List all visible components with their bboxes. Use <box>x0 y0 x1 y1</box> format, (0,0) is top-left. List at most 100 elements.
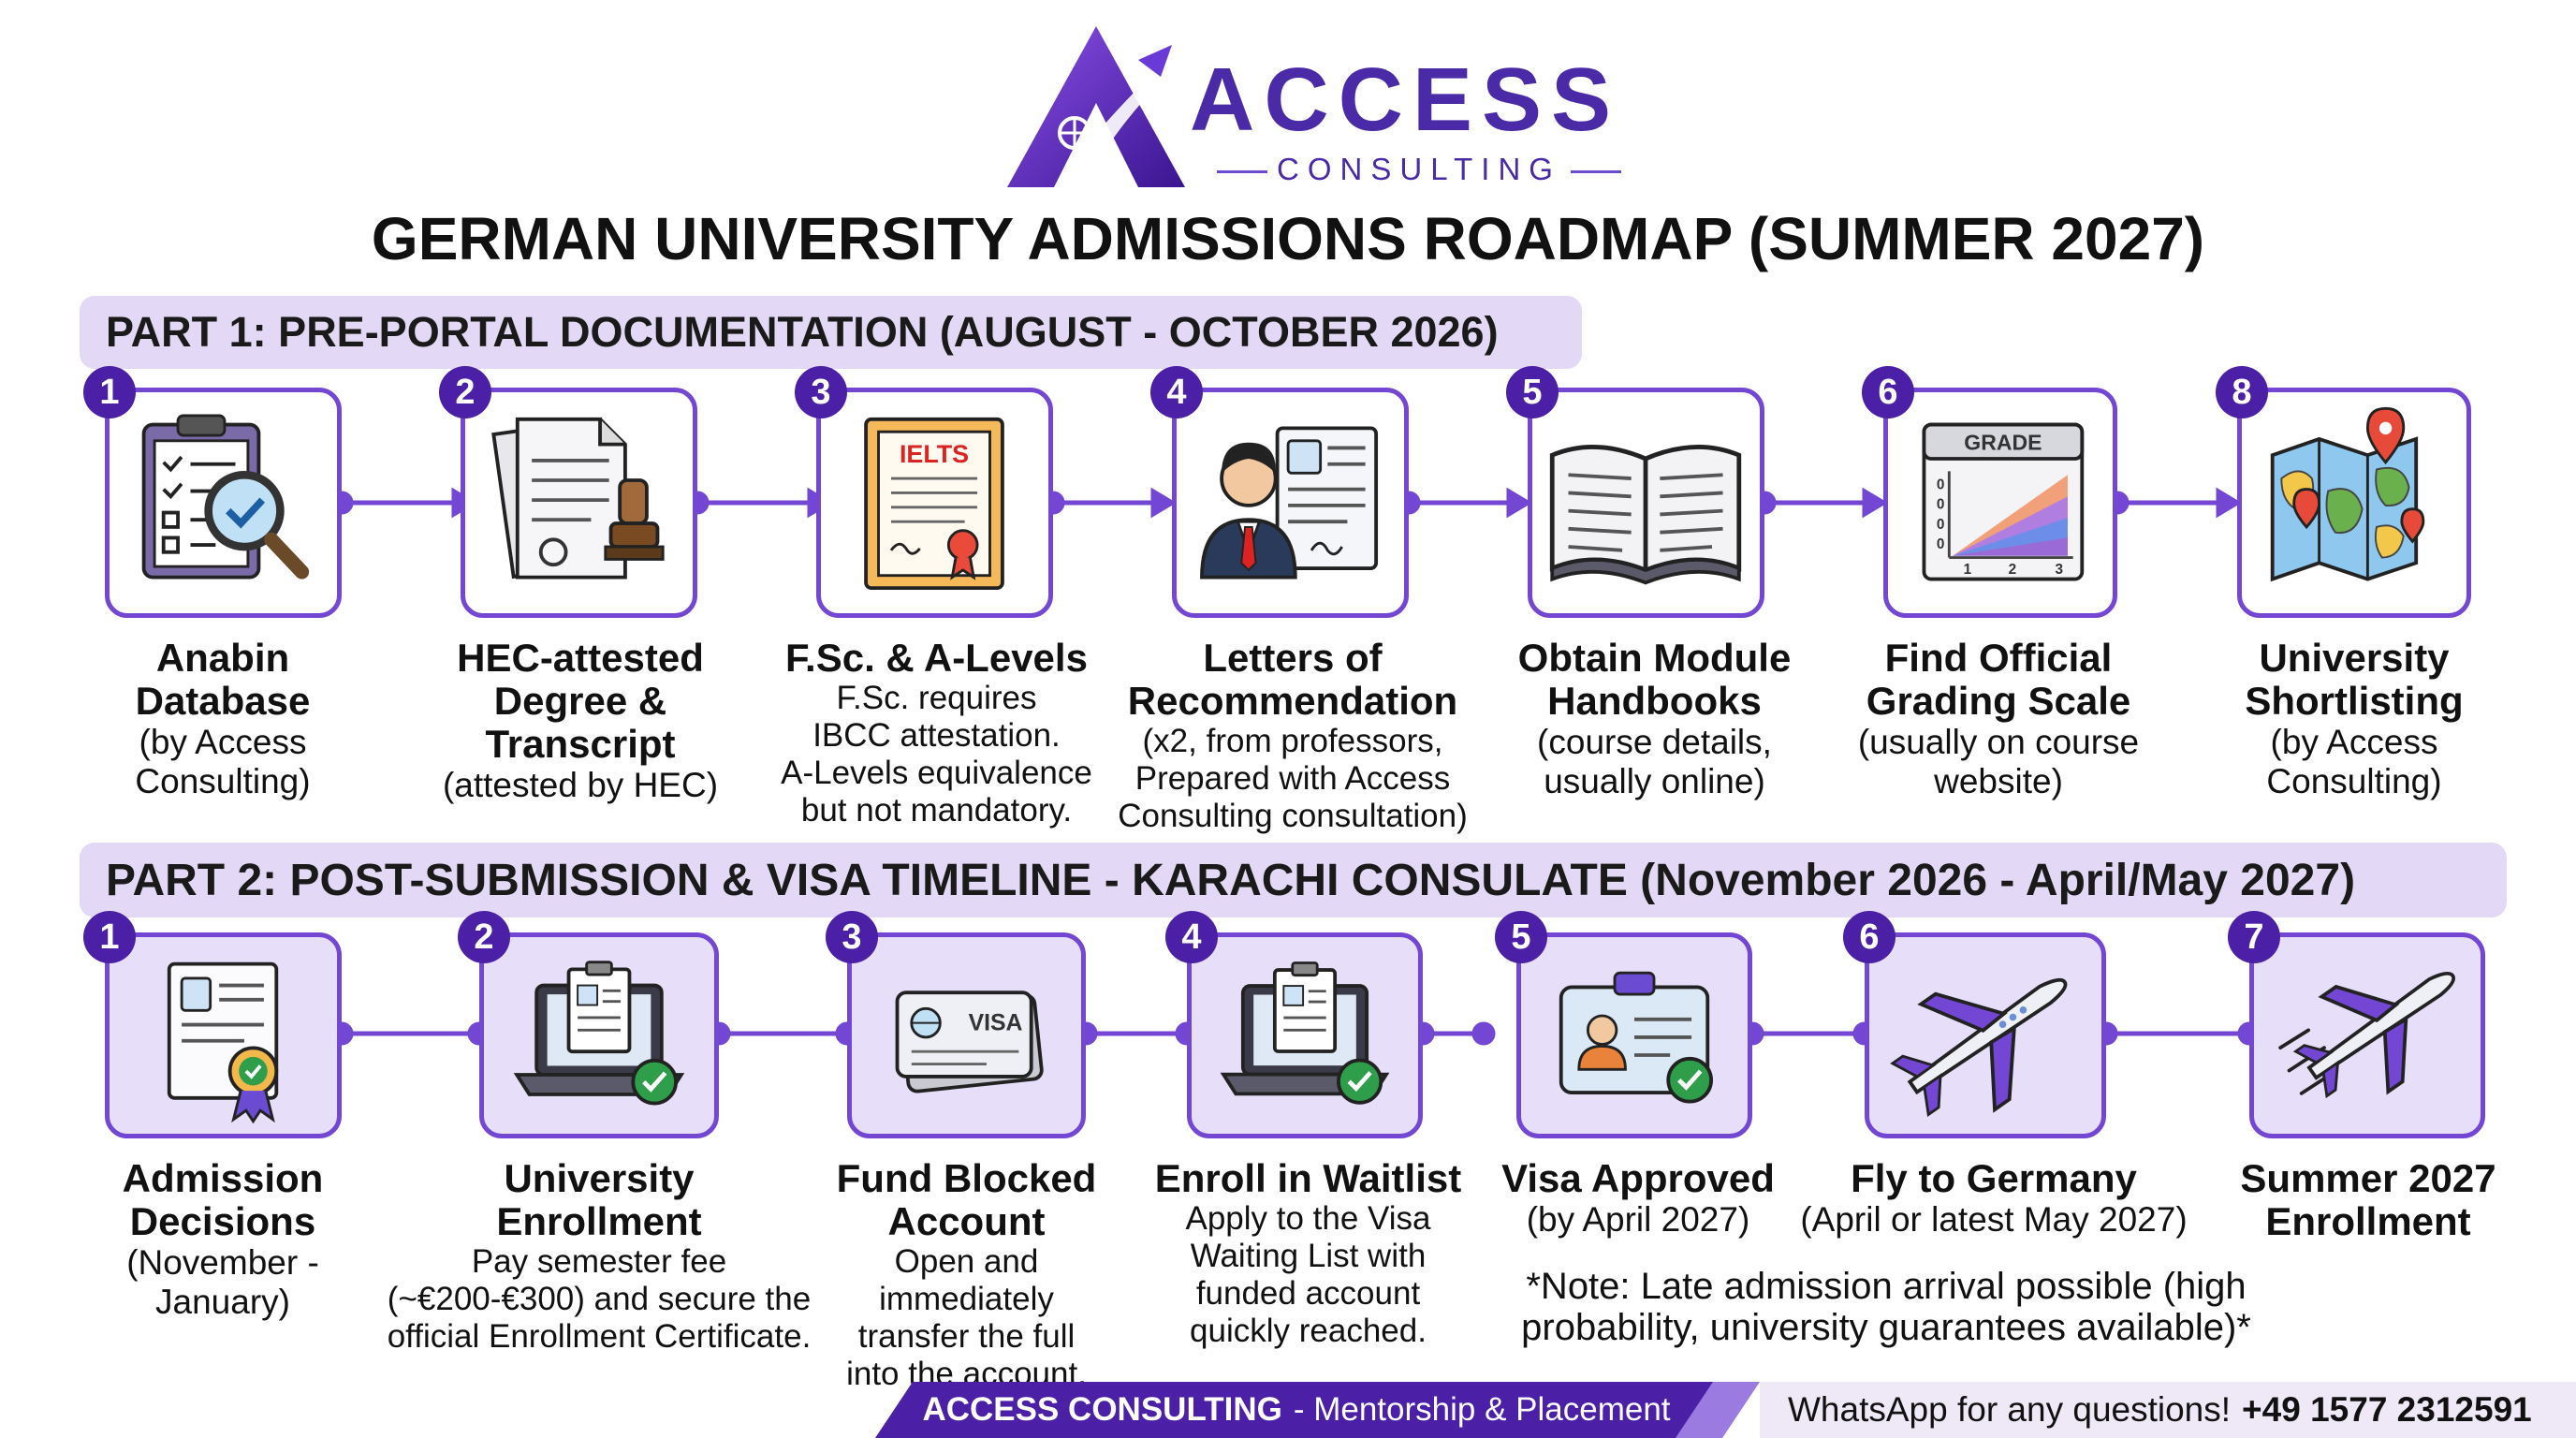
step5-label: Obtain Module Handbooks (course details,… <box>1488 637 1821 801</box>
grade-tick: 1 <box>1964 562 1972 578</box>
laptop-check-icon <box>1220 961 1390 1105</box>
step-desc: (by Access Consulting) <box>2266 723 2442 800</box>
step3-card-fsc-alevels: IELTS 3 <box>795 366 1053 618</box>
open-book-icon <box>1549 445 1742 585</box>
part2-step2-label: University Enrollment Pay semester fee (… <box>370 1157 828 1356</box>
airplane-icon <box>2278 971 2455 1099</box>
step-title: Summer 2027 Enrollment <box>2240 1156 2496 1243</box>
page-title: GERMAN UNIVERSITY ADMISSIONS ROADMAP (SU… <box>371 205 2205 272</box>
step8-label: University Shortlisting (by Access Consu… <box>2204 637 2504 801</box>
step-desc: (by Access Consulting) <box>135 723 311 800</box>
step2-label: HEC-attested Degree & Transcript (attest… <box>417 637 744 805</box>
footer-brand: ACCESS CONSULTING - Mentorship & Placemen… <box>875 1382 1718 1438</box>
grade-tick: 2 <box>2009 562 2017 578</box>
step-desc: (course details, usually online) <box>1537 723 1772 800</box>
step5-card-module-handbooks: 5 <box>1506 366 1764 618</box>
step-title: Visa Approved <box>1501 1156 1775 1200</box>
footer-contact: WhatsApp for any questions! +49 1577 2312… <box>1760 1382 2576 1438</box>
step-number-badge: 3 <box>826 911 878 963</box>
step-number-badge: 5 <box>1506 366 1559 418</box>
card-visa-text: VISA <box>969 1010 1023 1035</box>
step8-card-shortlisting: 8 <box>2216 366 2471 618</box>
step-desc: Apply to the Visa Waiting List with fund… <box>1185 1200 1431 1349</box>
step3-label: F.Sc. & A-Levels F.Sc. requires IBCC att… <box>766 637 1107 829</box>
step6-card-fly-germany: 6 <box>1843 911 2106 1138</box>
step3-card-blocked-account: VISA 3 <box>826 911 1086 1138</box>
step-desc: F.Sc. requires IBCC attestation. A-Level… <box>781 680 1092 829</box>
certificate-badge-icon <box>167 961 279 1124</box>
step-desc: (usually on course website) <box>1857 723 2140 800</box>
svg-text:IELTS: IELTS <box>900 440 969 468</box>
step4-label: Letters of Recommendation (x2, from prof… <box>1100 637 1486 835</box>
svg-text:0: 0 <box>1937 536 1945 552</box>
step-number-badge: 1 <box>83 366 136 418</box>
brand-name: ACCESS <box>1190 50 1621 150</box>
step-number-badge: 3 <box>795 366 847 418</box>
part2-step7-label: Summer 2027 Enrollment <box>2209 1157 2527 1243</box>
step-title: F.Sc. & A-Levels <box>785 636 1088 680</box>
svg-text:0: 0 <box>1937 497 1945 513</box>
step-title: Find Official Grading Scale <box>1866 636 2131 723</box>
footer-brand-name: ACCESS CONSULTING <box>922 1391 1282 1428</box>
svg-text:0: 0 <box>1937 517 1945 533</box>
step-title: HEC-attested Degree & Transcript <box>457 636 704 766</box>
step6-label: Find Official Grading Scale (usually on … <box>1835 637 2162 801</box>
step-number-badge: 4 <box>1165 911 1218 963</box>
divider <box>1217 169 1268 173</box>
step-title: University Enrollment <box>496 1156 702 1243</box>
step-desc: (x2, from professors, Prepared with Acce… <box>1118 723 1468 834</box>
late-admission-note: *Note: Late admission arrival possible (… <box>1521 1266 2251 1348</box>
step2-card-university-enrollment: 2 <box>458 911 719 1138</box>
footer-contact-text: WhatsApp for any questions! <box>1788 1390 2232 1429</box>
step-title: Fund Blocked Account <box>836 1156 1097 1243</box>
rocket-a-logo-icon <box>1007 26 1185 187</box>
step-title: Fly to Germany <box>1851 1156 2137 1200</box>
step1-label: Anabin Database (by Access Consulting) <box>73 637 373 801</box>
step-number-badge: 5 <box>1495 911 1547 963</box>
footer-bar: ACCESS CONSULTING - Mentorship & Placemen… <box>0 1382 2576 1438</box>
map-pins-icon <box>2270 406 2425 582</box>
step-title: Obtain Module Handbooks <box>1517 636 1792 723</box>
step-title: Admission Decisions <box>122 1156 324 1243</box>
step-title: Anabin Database <box>135 636 311 723</box>
step-number-badge: 2 <box>439 366 491 418</box>
step-number-badge: 8 <box>2216 366 2268 418</box>
brand-logo: ACCESS CONSULTING <box>998 22 1621 191</box>
id-card-check-icon <box>1559 971 1713 1104</box>
step-number-badge: 6 <box>1843 911 1895 963</box>
step-title: Enroll in Waitlist <box>1154 1156 1462 1200</box>
grade-tick: 3 <box>2056 562 2064 578</box>
part2-banner: PART 2: POST-SUBMISSION & VISA TIMELINE … <box>80 843 2507 917</box>
step-desc: (by April 2027) <box>1526 1200 1750 1239</box>
step-number-badge: 1 <box>83 911 136 963</box>
part2-step5-label: Visa Approved (by April 2027) <box>1484 1157 1793 1240</box>
step-number-badge: 4 <box>1150 366 1203 418</box>
step4-card-waitlist: 4 <box>1165 911 1423 1138</box>
step5-card-visa-approved: 5 <box>1495 911 1752 1138</box>
step-desc: (November - January) <box>126 1243 319 1321</box>
brand-subtitle: CONSULTING <box>1194 152 1644 187</box>
brand-sub-text: CONSULTING <box>1277 152 1561 186</box>
documents-stamp-icon <box>491 417 665 580</box>
step7-card-summer-enrollment: 7 <box>2228 911 2485 1138</box>
whatsapp-phone-link[interactable]: +49 1577 2312591 <box>2242 1390 2532 1429</box>
step-title: Letters of Recommendation <box>1127 636 1458 723</box>
step4-card-recommendation: 4 <box>1150 366 1409 618</box>
visa-card-icon: VISA <box>895 990 1044 1093</box>
step1-card-anabin: 1 <box>83 366 342 618</box>
part2-step6-label: Fly to Germany (April or latest May 2027… <box>1783 1157 2204 1240</box>
divider <box>1570 169 1621 173</box>
clipboard-magnifier-icon <box>141 414 310 580</box>
step-desc: (attested by HEC) <box>442 766 719 804</box>
step-desc: Pay semester fee (~€200-€300) and secure… <box>387 1243 812 1355</box>
part2-step3-label: Fund Blocked Account Open and immediatel… <box>805 1157 1128 1393</box>
part2-step4-label: Enroll in Waitlist Apply to the Visa Wai… <box>1147 1157 1470 1350</box>
step-number-badge: 6 <box>1862 366 1914 418</box>
person-letter-icon <box>1200 426 1379 580</box>
step-title: University Shortlisting <box>2245 636 2464 723</box>
step2-card-degree: 2 <box>439 366 697 618</box>
footer-tagline: - Mentorship & Placement <box>1293 1391 1671 1428</box>
step-desc: Open and immediately transfer the full i… <box>846 1243 1087 1392</box>
